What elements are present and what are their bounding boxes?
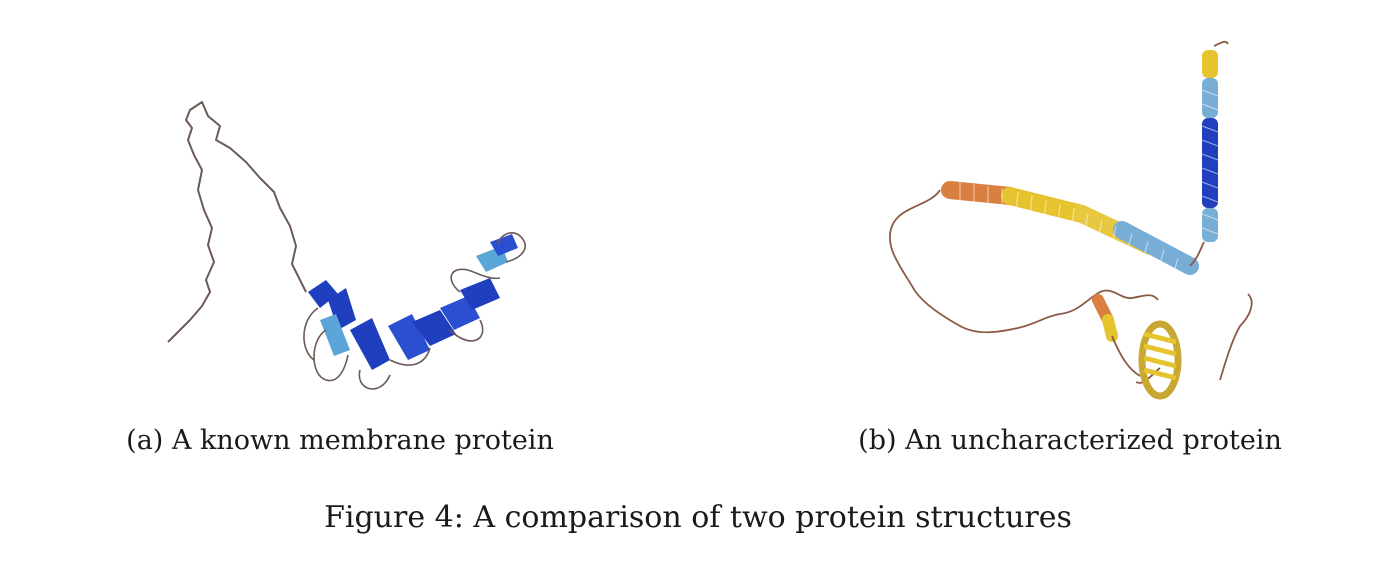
panel-a-caption: (a) A known membrane protein	[100, 425, 580, 456]
figure-title: A comparison of two protein structures	[473, 500, 1072, 535]
panel-b-caption: (b) An uncharacterized protein	[820, 425, 1320, 456]
figure-number-label: Figure 4:	[324, 500, 464, 535]
protein-structure-a	[150, 30, 570, 410]
protein-a-beta-sheets	[308, 234, 518, 370]
protein-b-render	[889, 40, 1253, 400]
panel-a-tag: (a)	[126, 425, 164, 456]
protein-a-render	[167, 101, 526, 390]
protein-a-loops	[303, 232, 526, 390]
protein-b-helix-short	[1092, 294, 1182, 400]
panel-b-caption-text: An uncharacterized protein	[905, 425, 1282, 456]
protein-b-helix-diagonal	[941, 181, 1205, 279]
protein-a-coil	[167, 101, 307, 343]
panel-b-tag: (b)	[858, 425, 897, 456]
protein-structure-b	[860, 30, 1280, 410]
figure-caption: Figure 4: A comparison of two protein st…	[0, 500, 1396, 535]
panel-a-caption-text: A known membrane protein	[171, 425, 554, 456]
protein-b-helix-vertical	[1201, 40, 1229, 242]
